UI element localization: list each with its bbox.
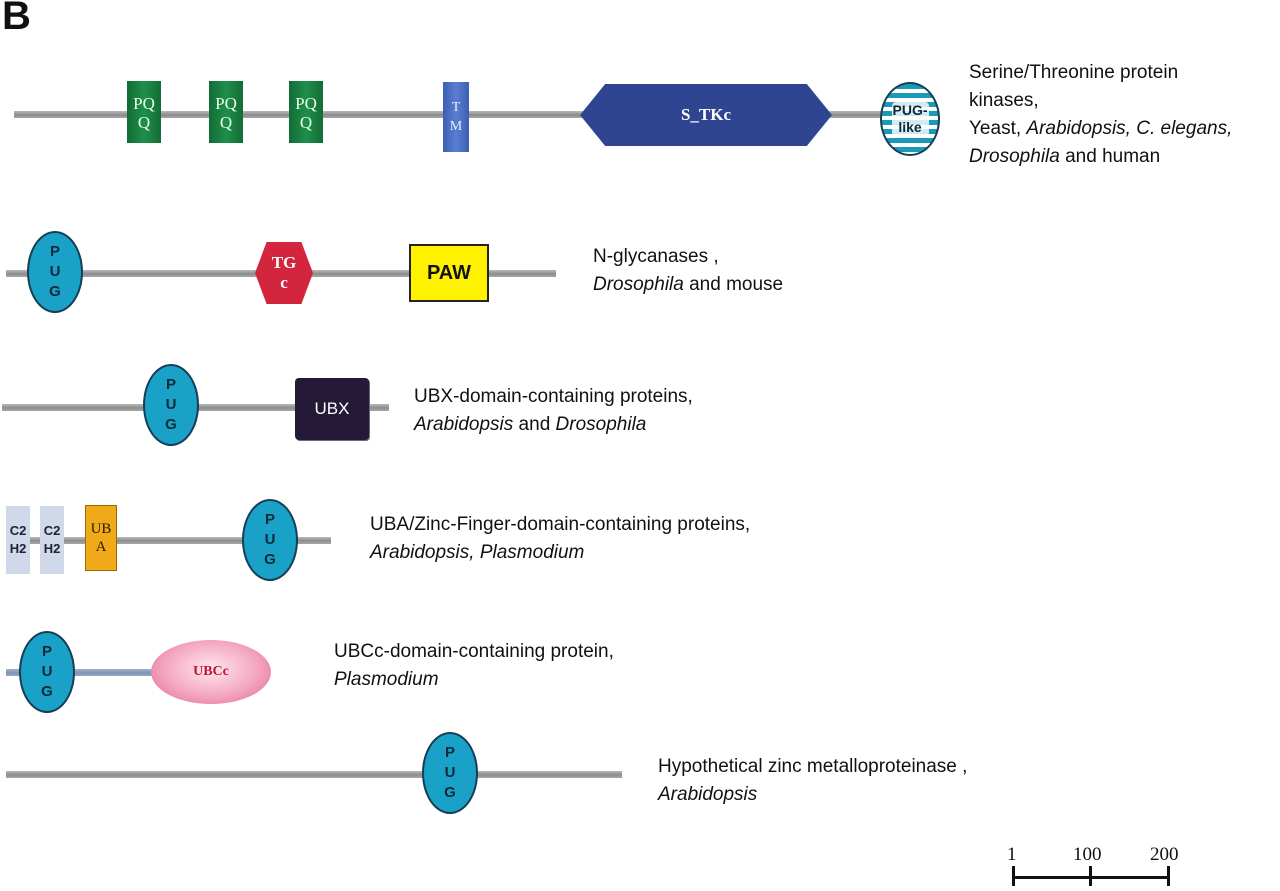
pug-letter: U <box>49 263 61 280</box>
description-text: Yeast, <box>969 118 1027 139</box>
scale-bar-tick-label: 200 <box>1150 844 1179 865</box>
protein-description: UBX-domain-containing proteins, Arabidop… <box>414 383 693 439</box>
pqq-label-top: PQ <box>215 94 237 113</box>
pqq-label-bottom: Q <box>137 113 151 132</box>
scale-bar-tick <box>1089 866 1092 886</box>
ubx-domain: UBX <box>295 378 369 440</box>
description-text: and <box>513 414 556 435</box>
protein-description: UBCc-domain-containing protein, Plasmodi… <box>334 638 614 694</box>
description-line: Hypothetical zinc metalloproteinase , <box>658 756 968 777</box>
pug-like-label-bottom: like <box>898 119 922 135</box>
species-text: Arabidopsis <box>658 784 758 805</box>
description-line: UBA/Zinc-Finger-domain-containing protei… <box>370 514 751 535</box>
description-line: Serine/Threonine protein <box>969 62 1179 83</box>
protein-backbone <box>6 537 331 544</box>
description-line: Arabidopsis <box>658 781 967 809</box>
uba-label-bottom: A <box>95 539 107 555</box>
c2h2-label-top: C2 <box>43 523 61 538</box>
protein-backbone <box>6 771 622 778</box>
scale-bar-tick-label: 100 <box>1073 844 1102 865</box>
pqq-label-top: PQ <box>133 94 155 113</box>
description-text: and human <box>1059 146 1161 167</box>
pug-letter: G <box>165 416 177 433</box>
species-text: Arabidopsis, C. elegans, <box>1026 118 1233 139</box>
protein-description: UBA/Zinc-Finger-domain-containing protei… <box>370 511 750 567</box>
ubcc-label: UBCc <box>193 664 229 679</box>
description-line: N-glycanases , <box>593 246 719 267</box>
paw-domain: PAW <box>409 244 489 302</box>
description-line: Plasmodium <box>334 666 614 694</box>
description-line: Arabidopsis, Plasmodium <box>370 539 750 567</box>
species-text: Drosophila <box>593 274 684 295</box>
protein-description: N-glycanases , Drosophila and mouse <box>593 243 783 299</box>
tm-label-bottom: M <box>449 119 463 134</box>
c2h2-label-bottom: H2 <box>9 541 27 556</box>
s-tkc-kinase-domain: S_TKc <box>580 84 832 146</box>
description-line: UBX-domain-containing proteins, <box>414 386 693 407</box>
pug-like-label-top: PUG- <box>892 102 928 118</box>
ubcc-domain: UBCc <box>151 640 271 704</box>
paw-label: PAW <box>426 261 472 284</box>
pug-letter: P <box>264 511 275 528</box>
description-text: and mouse <box>683 274 784 295</box>
pug-letter: G <box>444 784 456 801</box>
uba-label-top: UB <box>90 521 112 537</box>
panel-label: B <box>2 0 31 38</box>
protein-backbone <box>6 669 166 676</box>
species-text: Arabidopsis, Plasmodium <box>370 542 585 563</box>
description-line: Arabidopsis and Drosophila <box>414 411 693 439</box>
description-line: Drosophila and mouse <box>593 271 783 299</box>
description-line: UBCc-domain-containing protein, <box>334 641 614 662</box>
protein-description: Serine/Threonine protein kinases, Yeast,… <box>969 59 1232 171</box>
description-line: Yeast, Arabidopsis, C. elegans, <box>969 115 1232 143</box>
pqq-label-bottom: Q <box>219 113 233 132</box>
species-text: Plasmodium <box>334 669 439 690</box>
description-line: kinases, <box>969 90 1039 111</box>
pug-letter: G <box>264 551 276 568</box>
pug-letter: U <box>264 531 276 548</box>
pug-letter: U <box>165 396 177 413</box>
pug-like-domain: PUG-like <box>880 82 940 156</box>
pug-letter: P <box>165 376 176 393</box>
pqq-label-top: PQ <box>295 94 317 113</box>
pug-letter: G <box>41 683 53 700</box>
tm-label-top: T <box>451 100 461 115</box>
species-text: Drosophila <box>969 146 1060 167</box>
pug-letter: U <box>41 663 53 680</box>
pug-letter: P <box>444 744 455 761</box>
protein-description: Hypothetical zinc metalloproteinase , Ar… <box>658 753 967 809</box>
scale-bar-tick <box>1012 866 1015 886</box>
s-tkc-label: S_TKc <box>680 105 732 124</box>
species-text: Arabidopsis <box>414 414 514 435</box>
scale-bar-tick <box>1167 866 1170 886</box>
c2h2-label-top: C2 <box>9 523 27 538</box>
pug-letter: P <box>41 643 52 660</box>
tgc-label-top: TG <box>271 253 297 272</box>
species-text: Drosophila <box>555 414 647 435</box>
ubx-label: UBX <box>314 399 350 418</box>
description-line: Drosophila and human <box>969 143 1232 171</box>
pug-letter: U <box>444 764 456 781</box>
pug-letter: P <box>49 243 60 260</box>
uba-domain: UB A <box>85 505 117 571</box>
scale-bar-tick-label: 1 <box>1007 844 1017 865</box>
tgc-label-bottom: c <box>280 273 288 292</box>
c2h2-label-bottom: H2 <box>43 541 61 556</box>
pug-letter: G <box>49 283 61 300</box>
pqq-label-bottom: Q <box>299 113 313 132</box>
